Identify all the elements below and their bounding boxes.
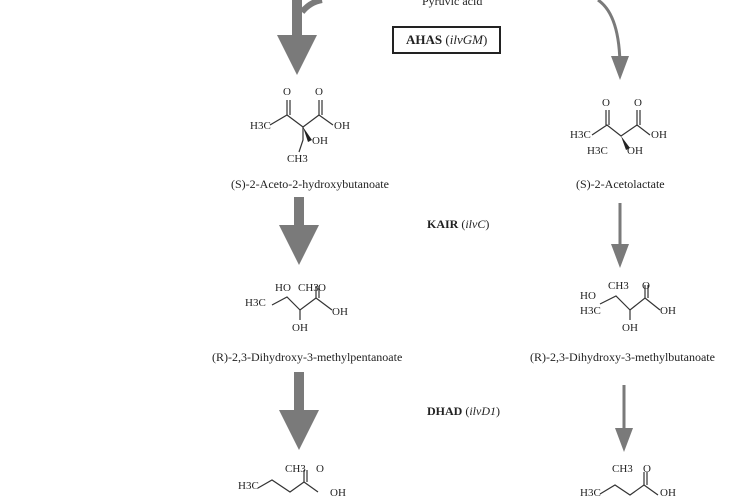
atom-label: CH3	[608, 280, 629, 292]
gene-name: ilvC	[465, 217, 486, 231]
atom-label: OH	[622, 322, 638, 334]
atom-label: H3C	[587, 145, 608, 157]
thin-arrow-ahas-right	[597, 0, 629, 80]
enzyme-name: KAIR	[427, 217, 459, 231]
atom-label: OH	[312, 135, 328, 147]
atom-label: H3C	[580, 305, 601, 317]
atom-label: O	[318, 282, 326, 294]
compound-name-right-2: (R)-2,3-Dihydroxy-3-methylbutanoate	[530, 350, 715, 364]
atom-label: OH	[332, 306, 348, 318]
atom-label: OH	[651, 129, 667, 141]
thick-arrow-ahas-left	[277, 0, 323, 75]
atom-label: O	[315, 86, 323, 98]
atom-label: HO	[275, 282, 291, 294]
atom-label: H3C	[238, 480, 259, 492]
compound-name-left-2: (R)-2,3-Dihydroxy-3-methylpentanoate	[212, 350, 403, 364]
atom-label: H3C	[580, 487, 601, 499]
enzyme-label-dhad: DHAD (ilvD1)	[427, 404, 501, 418]
atom-label: O	[283, 86, 291, 98]
atom-label: H3C	[570, 129, 591, 141]
atom-label: O	[316, 463, 324, 475]
atom-label: CH3	[612, 463, 633, 475]
atom-label: HO	[580, 290, 596, 302]
gene-name: ilvGM	[449, 32, 483, 47]
enzyme-name: AHAS	[406, 32, 443, 47]
enzyme-name: DHAD	[427, 404, 463, 418]
atom-label: CH3	[287, 153, 308, 165]
atom-label: OH	[334, 120, 350, 132]
atom-label: O	[643, 463, 651, 475]
substrate-label: Pyruvic acid	[422, 0, 483, 8]
atom-label: OH	[330, 487, 346, 499]
enzyme-box-ahas: AHAS (ilvGM)	[392, 26, 502, 54]
atom-label: OH	[627, 145, 643, 157]
gene-name: ilvD1	[469, 404, 497, 418]
atom-label: O	[642, 280, 650, 292]
atom-label: H3C	[245, 297, 266, 309]
atom-label: CH3	[298, 282, 319, 294]
atom-label: O	[602, 97, 610, 109]
atom-label: H3C	[250, 120, 271, 132]
compound-name-left-1: (S)-2-Aceto-2-hydroxybutanoate	[231, 177, 389, 191]
atom-label: OH	[292, 322, 308, 334]
enzyme-label-kair: KAIR (ilvC)	[427, 217, 490, 231]
atom-label: O	[634, 97, 642, 109]
compound-name-right-1: (S)-2-Acetolactate	[576, 177, 665, 191]
atom-label: CH3	[285, 463, 306, 475]
atom-label: OH	[660, 487, 676, 499]
atom-label: OH	[660, 305, 676, 317]
